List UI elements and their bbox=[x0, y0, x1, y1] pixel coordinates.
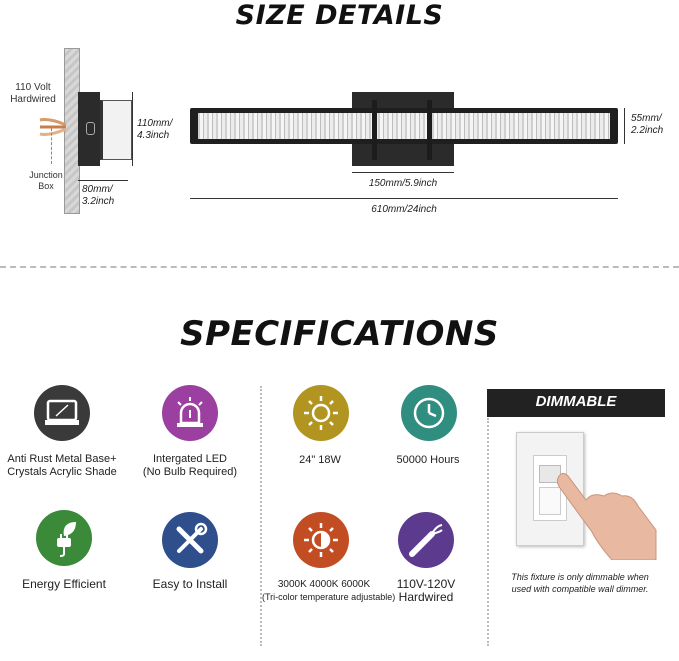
dimmable-title: DIMMABLE bbox=[535, 393, 617, 410]
depth-dim-line bbox=[78, 180, 128, 181]
base-width-line bbox=[352, 172, 454, 173]
bar-post-left bbox=[372, 100, 377, 160]
spec-install: Easy to Install bbox=[152, 577, 228, 591]
side-shade bbox=[100, 100, 132, 160]
spec-integrated-led: Intergated LED(No Bulb Required) bbox=[142, 453, 238, 478]
depth-label: 80mm/3.2inch bbox=[82, 184, 115, 207]
energy-efficient-icon bbox=[36, 510, 92, 566]
spec-divider-1 bbox=[260, 386, 262, 646]
integrated-led-icon bbox=[162, 385, 218, 441]
spec-divider-2 bbox=[487, 418, 489, 646]
height-label: 110mm/4.3inch bbox=[137, 118, 173, 141]
crystal-shade bbox=[198, 113, 610, 139]
spec-energy: Energy Efficient bbox=[22, 577, 106, 591]
bar-height-label: 55mm/2.2inch bbox=[631, 113, 664, 136]
side-mount bbox=[78, 92, 100, 166]
tools-icon bbox=[162, 512, 218, 568]
wire-icon bbox=[398, 512, 454, 568]
clock-icon bbox=[401, 385, 457, 441]
dimmer-rocker bbox=[539, 487, 561, 515]
sun-icon bbox=[293, 385, 349, 441]
junction-box-line bbox=[51, 128, 52, 164]
hand-image bbox=[552, 466, 662, 561]
bar-post-right bbox=[427, 100, 432, 160]
dimmable-header bbox=[487, 389, 665, 417]
height-dim-line bbox=[132, 92, 133, 166]
total-width-label: 610mm/24inch bbox=[371, 204, 437, 215]
spec-metal-base: Anti Rust Metal Base+Crystals Acrylic Sh… bbox=[7, 453, 117, 478]
spec-wattage: 24" 18W bbox=[299, 454, 341, 466]
wires-icon bbox=[38, 116, 68, 138]
spec-color-temp: 3000K 4000K 6000K(Tri-color temperature … bbox=[262, 579, 396, 602]
metal-base-icon bbox=[34, 385, 90, 441]
bar-height-line bbox=[624, 108, 625, 144]
section-divider bbox=[0, 266, 679, 268]
total-width-line bbox=[190, 198, 618, 199]
specifications-title: SPECIFICATIONS bbox=[180, 314, 499, 354]
base-width-label: 150mm/5.9inch bbox=[368, 178, 438, 189]
color-temp-icon bbox=[293, 512, 349, 568]
size-details-title: SIZE DETAILS bbox=[235, 0, 444, 31]
spec-lifetime: 50000 Hours bbox=[396, 454, 460, 466]
side-knob bbox=[86, 122, 95, 135]
